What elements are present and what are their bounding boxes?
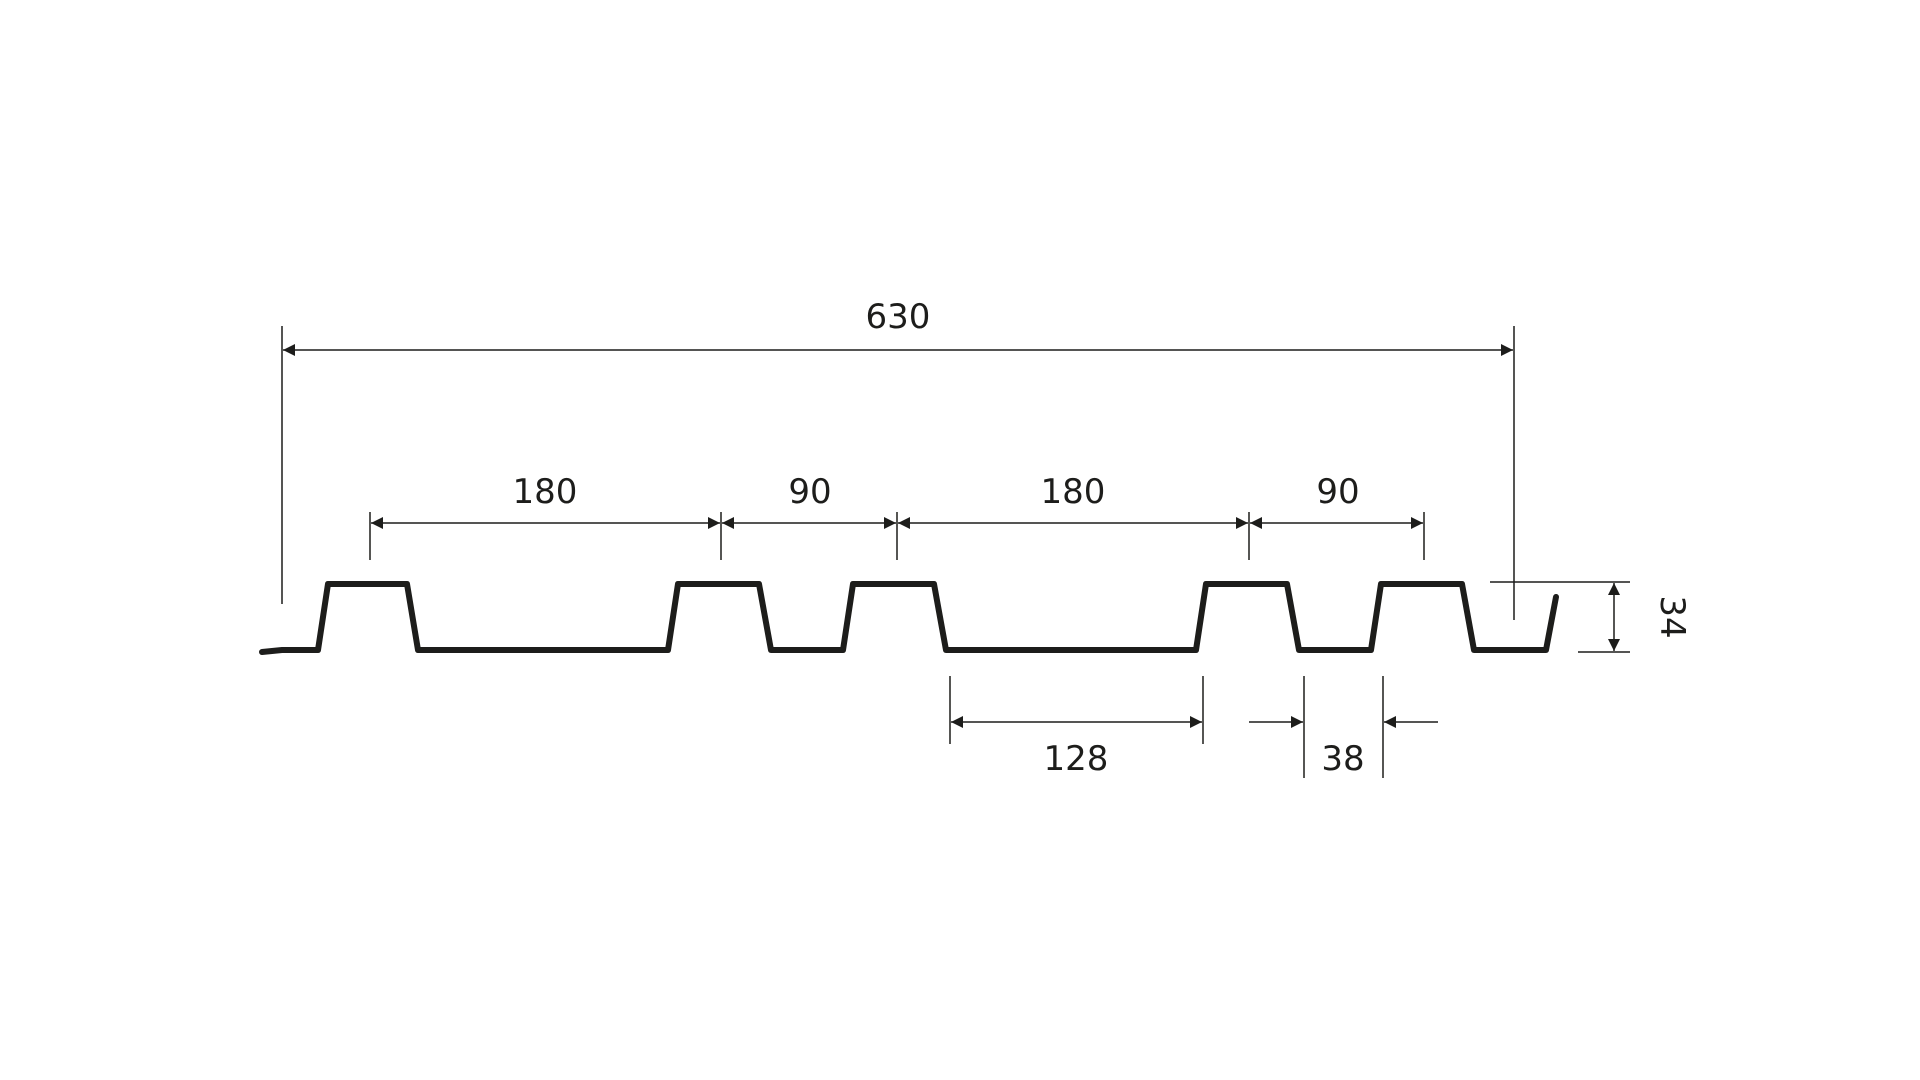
dimension-label-wide-pitch-1: 180 — [513, 472, 578, 512]
dimension-label-narrow-pitch-1: 90 — [788, 472, 831, 512]
dimension-label-total-width: 630 — [866, 297, 931, 337]
dimension-valley-width: 128 — [949, 676, 1204, 779]
dimension-rib-bottom-width: 38 — [1249, 676, 1438, 779]
dimension-label-profile-height: 34 — [1652, 595, 1692, 638]
dimension-label-rib-bottom-width: 38 — [1321, 739, 1364, 779]
dimension-label-wide-pitch-2: 180 — [1041, 472, 1106, 512]
dimension-label-valley-width: 128 — [1044, 739, 1109, 779]
sheet-profile — [259, 581, 1559, 655]
dimension-profile-height: 34 — [1490, 581, 1692, 653]
dimension-label-narrow-pitch-2: 90 — [1316, 472, 1359, 512]
dimension-overall-width: 630 — [281, 297, 1515, 620]
dimension-pitches: 180 90 180 90 — [369, 472, 1425, 560]
